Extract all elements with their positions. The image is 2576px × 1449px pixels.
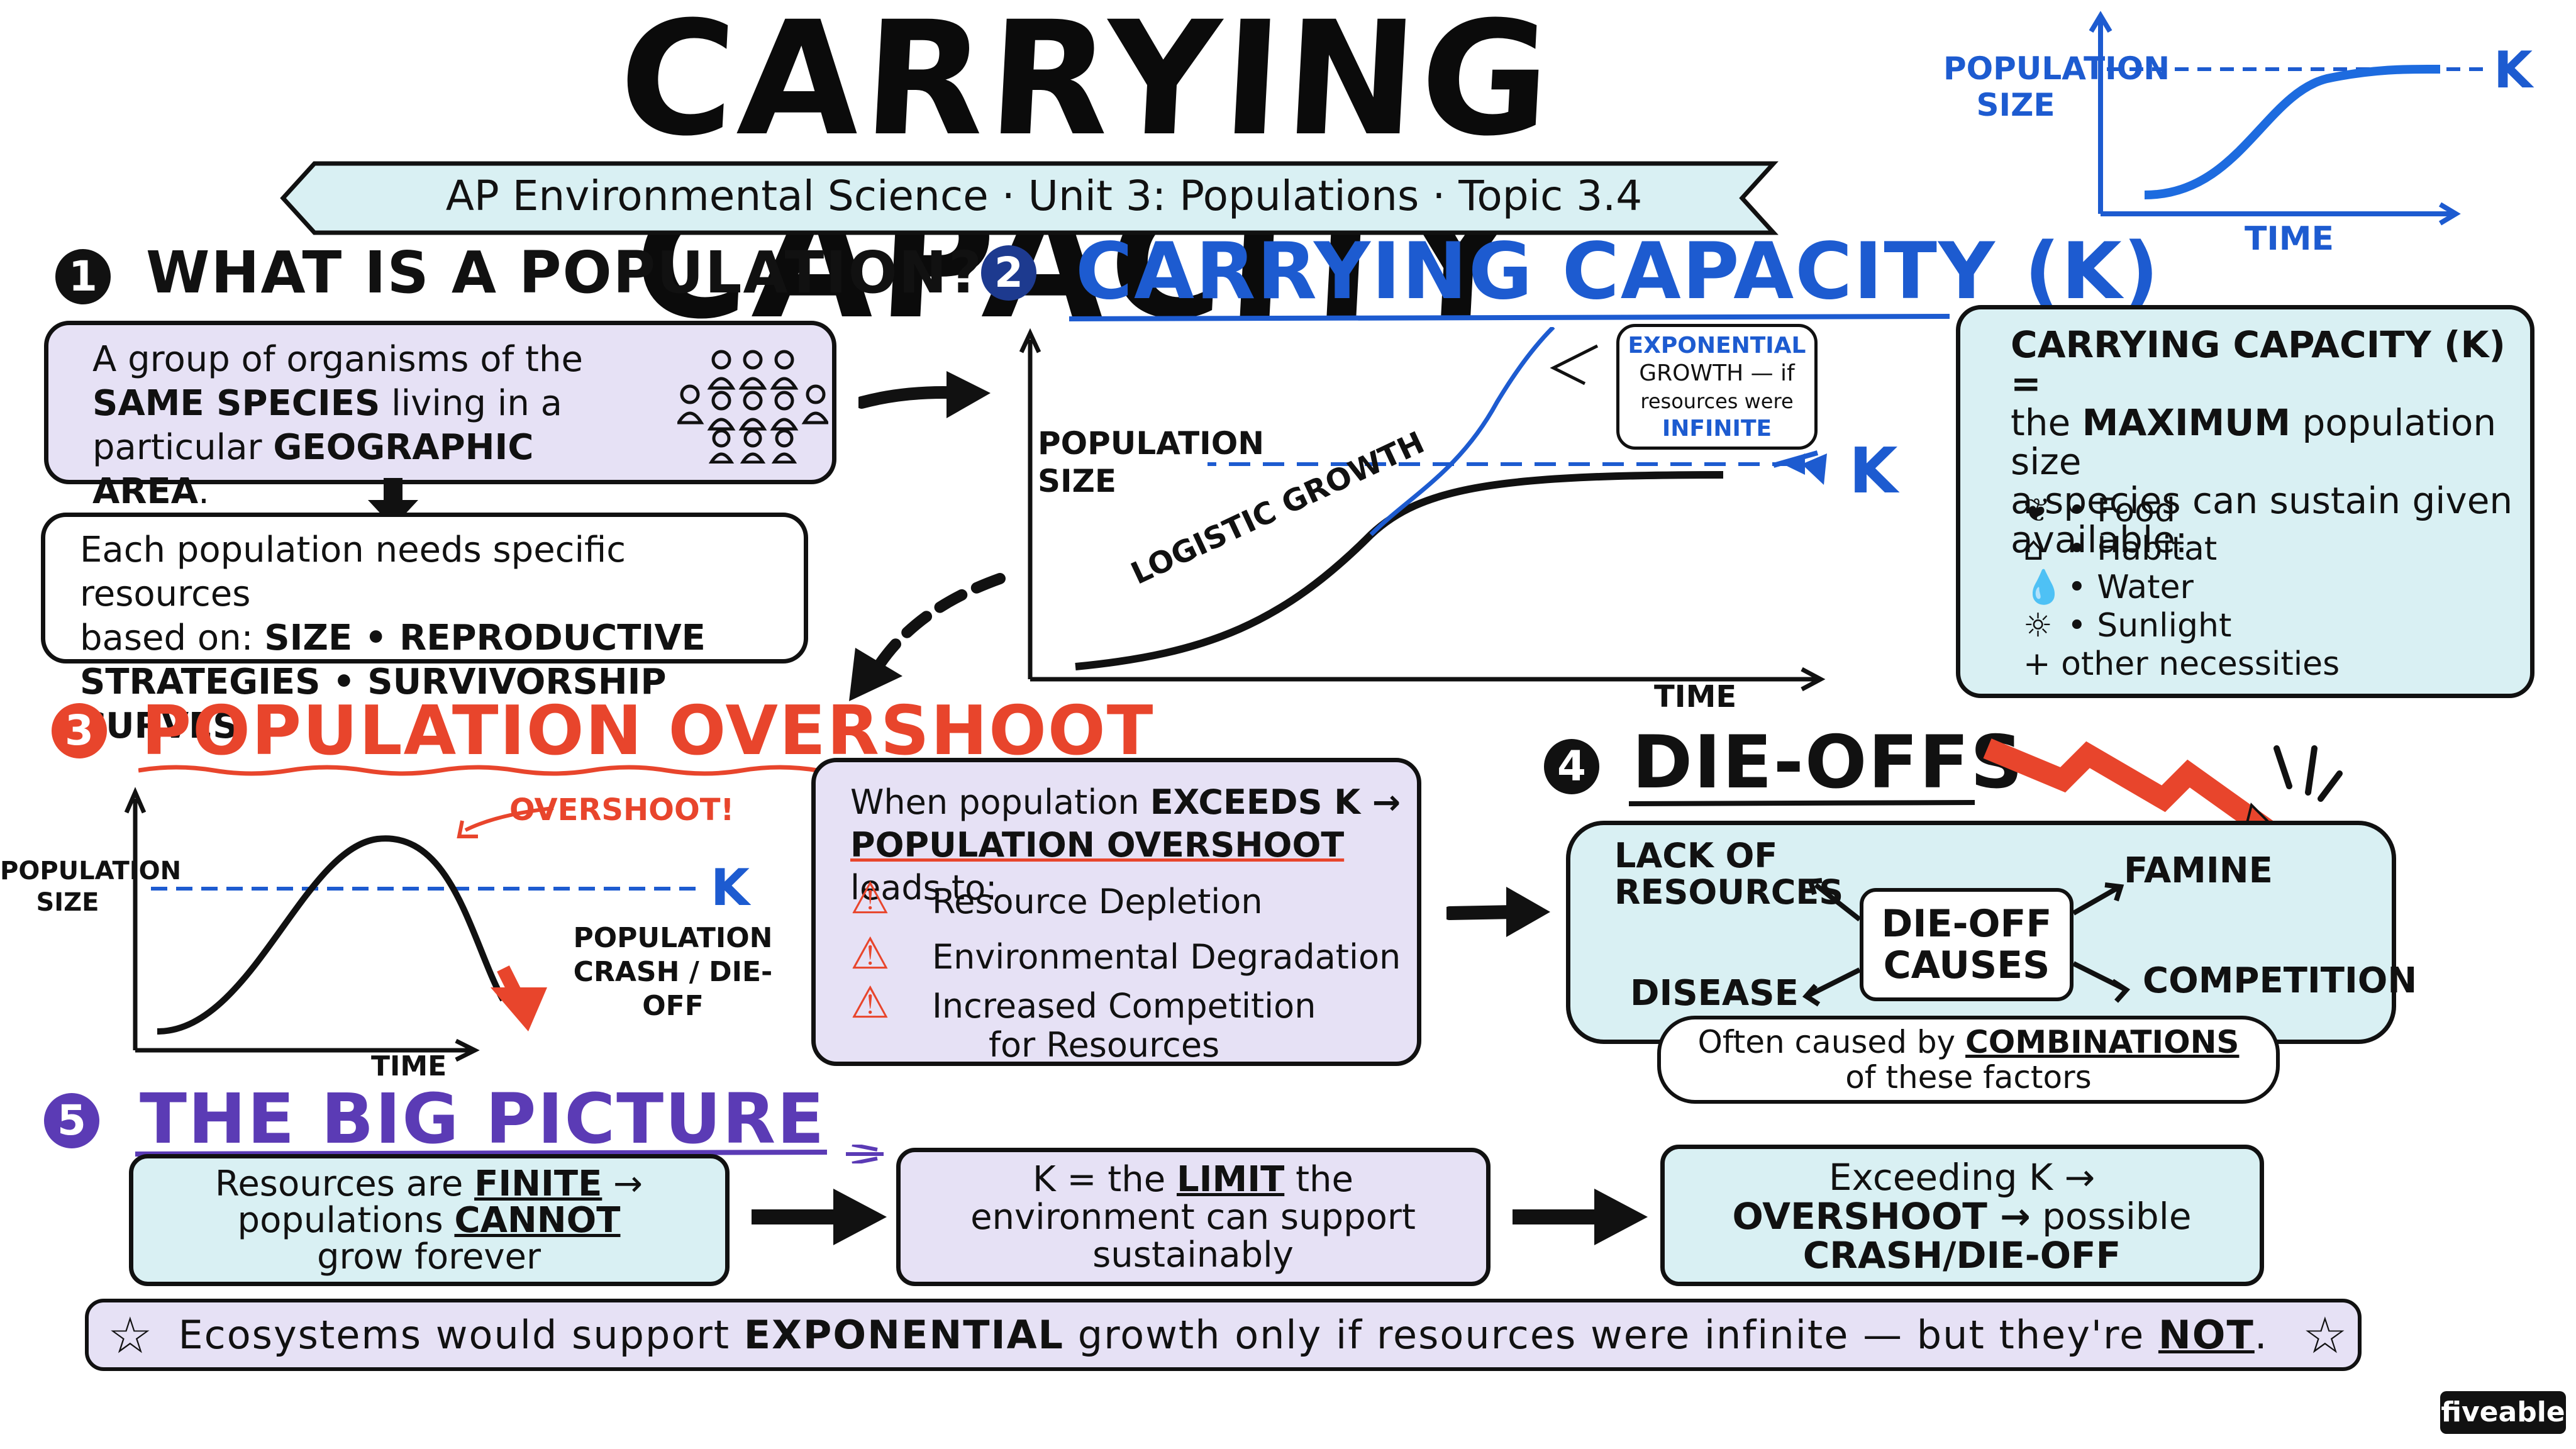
mini-chart: POPULATION SIZE TIME K [1937,6,2541,264]
crash-label: POPULATION CRASH / DIE-OFF [573,922,773,1022]
brand-logo[interactable]: fiveable [2440,1391,2566,1434]
section1-heading: WHAT IS A POPULATION? [146,239,984,306]
people-group-icon [677,350,828,464]
house-icon: ⌂ [2023,530,2045,568]
cause-arrows [1802,878,2131,1007]
population-needs-box: Each population needs specific resources… [41,513,808,747]
cause-lack-of-resources: LACK OF RESOURCES [1614,836,1844,912]
mini-chart-xlabel: TIME [2244,220,2334,258]
die-off-center: DIE-OFF CAUSES [1860,888,2074,1001]
section4-underline [1629,800,1975,806]
dashed-arrow-icon [849,573,1006,701]
overshoot-label: OVERSHOOT! [509,792,735,828]
overshoot-chart-ylabel: POPULATION SIZE [0,857,182,917]
exponential-callout: EXPONENTIAL GROWTH — if resources were I… [1616,324,1818,450]
warning-icon: ⚠ [850,977,890,1028]
food-item: ❦• Food [2023,492,2175,530]
effect-resource-depletion: ⚠Resource Depletion [850,872,1263,924]
effect-environmental-degradation: ⚠Environmental Degradation [850,928,1401,979]
leaf-icon: ❦ [2023,492,2051,530]
die-off-causes-box: DIE-OFF CAUSES LACK OF RESOURCES FAMINE … [1566,821,2417,1044]
arrow-right-icon [752,1189,887,1245]
section5-heading: THE BIG PICTURE [140,1079,826,1159]
arrow-right-icon [858,371,991,418]
section5-underline [135,1145,884,1163]
big-picture-box-1: Resources are FINITE → populations CANNO… [129,1154,730,1286]
overshoot-chart-xlabel: TIME [371,1050,447,1082]
section-number-2: 2 [981,245,1036,301]
population-definition-box: A group of organisms of the SAME SPECIES… [44,321,836,512]
cause-disease: DISEASE [1630,973,1799,1014]
section2-underline [1069,314,1950,321]
warning-icon: ⚠ [850,928,890,979]
carrying-capacity-chart: POPULATION SIZE TIME LOGISTIC GROWTH K E… [1019,324,1962,717]
star-icon: ☆ [2302,1306,2348,1365]
cc-chart-ylabel: POPULATION SIZE [1038,425,1265,500]
section2-heading: CARRYING CAPACITY (K) [1075,226,2160,317]
section-number-5: 5 [44,1093,99,1148]
overshoot-chart: POPULATION SIZE TIME OVERSHOOT! K POPULA… [0,786,799,1082]
subtitle-ribbon [280,161,1779,235]
section-number-3: 3 [52,703,107,758]
warning-icon: ⚠ [850,872,890,924]
subtitle: AP Environmental Science · Unit 3: Popul… [445,172,1643,220]
cause-competition: COMPETITION [2143,960,2418,1001]
overshoot-k-label: K [711,858,750,917]
carrying-capacity-definition-box: CARRYING CAPACITY (K) = the MAXIMUM popu… [1956,305,2534,698]
sunlight-item: ☼• Sunlight [2023,607,2232,645]
section-number-1: 1 [55,249,111,304]
cc-k-label: K [1849,434,1898,508]
habitat-item: ⌂• Habitat [2023,530,2218,568]
down-arrow-icon [368,478,418,527]
sun-icon: ☼ [2023,607,2053,645]
cause-famine: FAMINE [2124,850,2273,891]
mini-chart-ylabel: POPULATION SIZE [1943,50,2170,123]
section-number-4: 4 [1544,739,1599,794]
star-icon: ☆ [108,1306,153,1365]
overshoot-effects-box: When population EXCEEDS K → POPULATION O… [811,758,1421,1066]
section3-heading: POPULATION OVERSHOOT [142,692,1155,770]
arrow-right-icon [1513,1189,1648,1245]
effect-increased-competition: ⚠Increased Competition [850,977,1316,1028]
section4-heading: DIE-OFFS [1632,720,2024,805]
summary-banner: ☆ Ecosystems would support EXPONENTIAL g… [85,1299,2362,1371]
big-picture-box-2: K = the LIMIT the environment can suppor… [896,1148,1491,1286]
big-picture-box-3: Exceeding K → OVERSHOOT → possible CRASH… [1660,1145,2264,1286]
section3-underline [138,765,894,776]
cc-chart-xlabel: TIME [1654,679,1737,714]
mini-chart-k-label: K [2494,41,2533,99]
water-item: 💧• Water [2023,569,2194,606]
arrow-right-icon [1446,887,1550,937]
other-necessities: + other necessities [2023,645,2340,683]
water-drop-icon: 💧 [2023,569,2064,606]
combinations-note: Often caused by COMBINATIONS of these fa… [1657,1016,2280,1104]
